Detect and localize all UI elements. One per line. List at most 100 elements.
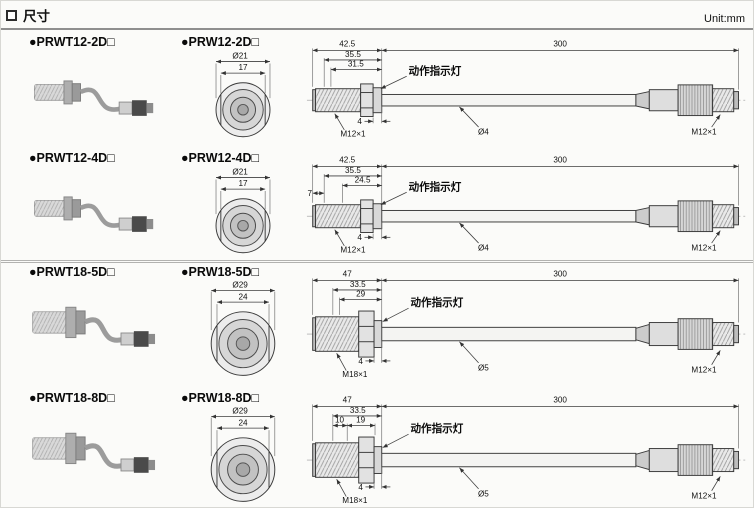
front-view-drawing: Ø29 24: [210, 281, 276, 376]
product-label-cabled: ●PRWT12-4D□: [29, 151, 115, 165]
cable-length-label: 300: [553, 396, 567, 405]
cable-dia-callout: Ø4: [459, 106, 489, 137]
side-view-drawing: 42.5 35.5 24.5 7 300: [306, 156, 749, 255]
photo-cell: ●PRWT12-4D□: [29, 151, 181, 247]
front-diameter-label: Ø29: [232, 407, 248, 416]
sensor-photo: [34, 80, 154, 116]
thread-label: M12×1: [340, 246, 366, 255]
dim-label: 29: [356, 290, 366, 299]
sensor-photo: [32, 432, 156, 473]
cable-dia-callout: Ø5: [459, 341, 489, 373]
thread-label: M18×1: [342, 370, 368, 379]
dim-label: 33.5: [350, 406, 366, 415]
thread-label: M18×1: [342, 496, 368, 504]
page-title: 尺寸: [6, 5, 50, 25]
dim-label: 35.5: [345, 50, 361, 59]
cable-diameter-label: Ø4: [478, 244, 489, 253]
connector: [635, 444, 740, 476]
cable-length-label: 300: [553, 156, 567, 165]
dim-label: 4: [358, 357, 363, 366]
indicator-label: 动作指示灯: [409, 180, 462, 193]
thread-label: M12×1: [340, 130, 366, 139]
connector-thread-callout: M12×1: [691, 350, 721, 374]
dim-label: 33.5: [350, 280, 366, 289]
photo-cell: ●PRWT18-5D□: [29, 265, 181, 361]
cable-length-label: 300: [553, 40, 567, 49]
indicator-callout: 动作指示灯: [380, 180, 462, 206]
product-row-prwt12-2d: ●PRWT12-2D□ ●PRW12-2D□: [1, 30, 753, 146]
connector-thread-label: M12×1: [691, 128, 717, 137]
unit-label: Unit:mm: [704, 13, 745, 25]
thread-callout: 4 M12×1: [334, 210, 391, 255]
front-view-cell: ●PRW12-2D□ Ø21 17: [181, 35, 305, 146]
thread-callout: 4 M18×1: [336, 327, 391, 379]
indicator-label: 动作指示灯: [409, 64, 462, 77]
indicator-callout: 动作指示灯: [380, 64, 462, 90]
product-row-prwt18-5d: ●PRWT18-5D□ ●PRW18-5D□: [1, 260, 753, 386]
thread-callout: 4 M18×1: [336, 453, 391, 504]
product-photo: [34, 196, 154, 232]
product-label-connector: ●PRW12-4D□: [181, 151, 260, 165]
sensor-body: [312, 199, 383, 234]
front-dimension-lines: Ø21 17: [215, 168, 271, 215]
side-view-cell: 47 33.5 10 19 300: [305, 391, 751, 504]
cable: [381, 93, 637, 107]
product-photo: [34, 80, 154, 116]
connector: [635, 318, 740, 350]
dim-label: 4: [357, 233, 362, 242]
sensor-body: [312, 310, 383, 358]
front-dimension-lines: Ø29 24: [210, 281, 276, 331]
connector-thread-label: M12×1: [691, 244, 717, 253]
front-view-cell: ●PRW12-4D□ Ø21 17: [181, 151, 305, 256]
dimension-lines: 42.5 35.5 31.5 300: [312, 40, 739, 93]
front-dimension-lines: Ø21 17: [215, 52, 271, 99]
front-face: [210, 311, 276, 376]
front-view-drawing: Ø21 17: [215, 168, 271, 254]
dim-label: 47: [343, 396, 353, 405]
sensor-body: [312, 83, 383, 118]
product-label-connector: ●PRW18-5D□: [181, 265, 260, 279]
dim-label: 4: [358, 483, 363, 492]
connector-thread-callout: M12×1: [691, 230, 721, 253]
front-face: [215, 198, 271, 254]
product-label-cabled: ●PRWT18-8D□: [29, 391, 115, 405]
cable-dia-callout: Ø4: [459, 222, 489, 253]
front-diameter-label: Ø21: [232, 52, 248, 61]
front-flats-label: 17: [238, 179, 248, 188]
indicator-callout: 动作指示灯: [382, 422, 464, 448]
cable-diameter-label: Ø4: [478, 128, 489, 137]
cable-length-label: 300: [553, 270, 567, 279]
product-row-prwt18-8d: ●PRWT18-8D□ ●PRW18-8D□: [1, 386, 753, 504]
product-row-prwt12-4d: ●PRWT12-4D□ ●PRW12-4D□: [1, 146, 753, 256]
photo-cell: ●PRWT18-8D□: [29, 391, 181, 487]
product-label-connector: ●PRW12-2D□: [181, 35, 260, 49]
product-label-cabled: ●PRWT18-5D□: [29, 265, 115, 279]
dim-label: 35.5: [345, 166, 361, 175]
cable-diameter-label: Ø5: [478, 364, 489, 373]
thread-callout: 4 M12×1: [334, 94, 391, 139]
front-flats-label: 24: [238, 418, 248, 427]
dim-label: 10: [335, 416, 345, 425]
cable-diameter-label: Ø5: [478, 490, 489, 499]
connector-thread-label: M12×1: [691, 491, 717, 500]
cable: [381, 452, 637, 468]
connector-thread-callout: M12×1: [691, 476, 721, 500]
side-view-cell: 42.5 35.5 31.5 300: [305, 35, 751, 146]
side-view-drawing: 47 33.5 10 19 300: [306, 396, 749, 504]
dim-label: 24.5: [355, 176, 371, 185]
connector: [635, 200, 739, 233]
dim-label: 47: [343, 270, 353, 279]
front-view-drawing: Ø21 17: [215, 52, 271, 138]
sensor-body: [312, 436, 383, 484]
side-view-drawing: 47 33.5 29 300: [306, 270, 749, 379]
front-face: [210, 437, 276, 502]
product-photo: [32, 306, 156, 347]
cable: [381, 209, 637, 223]
cable-dia-callout: Ø5: [459, 467, 489, 499]
side-view-drawing: 42.5 35.5 31.5 300: [306, 40, 749, 139]
dim-label: 42.5: [339, 40, 355, 49]
dimension-lines: 47 33.5 10 19 300: [312, 396, 739, 451]
page-title-text: 尺寸: [23, 9, 50, 24]
front-diameter-label: Ø29: [232, 281, 248, 290]
